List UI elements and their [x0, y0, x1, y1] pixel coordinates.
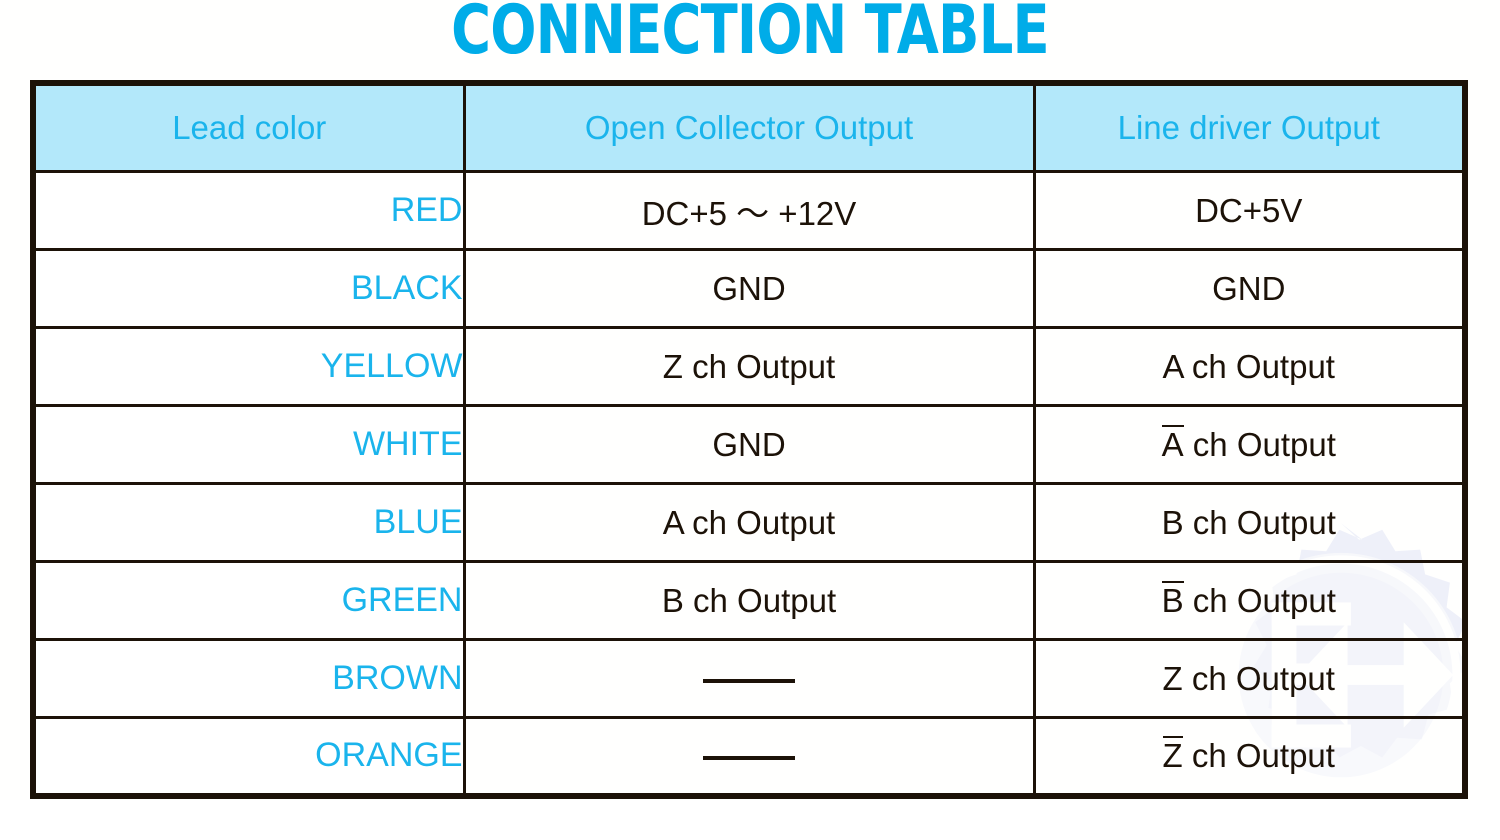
column-header-line-driver-output: Line driver Output — [1032, 81, 1467, 173]
overline-letter: Z — [1162, 736, 1183, 775]
table-row: ORANGE——Z ch Output — [31, 716, 1467, 797]
lead-color-cell: WHITE — [31, 404, 466, 485]
line-driver-output-cell: GND — [1032, 248, 1467, 329]
column-header-open-collector-output: Open Collector Output — [462, 81, 1036, 173]
empty-dash-icon — [703, 756, 795, 761]
lead-color-cell: BLACK — [31, 248, 466, 329]
line-driver-output-cell: Z ch Output — [1032, 638, 1467, 719]
column-header-lead-color: Lead color — [31, 81, 466, 173]
open-collector-output-cell: GND — [462, 248, 1036, 329]
open-collector-output-cell: GND — [462, 404, 1036, 485]
open-collector-output-cell: —— — [462, 638, 1036, 719]
lead-color-cell: RED — [31, 170, 466, 251]
connection-table: Lead color Open Collector Output Line dr… — [30, 80, 1468, 799]
overline-letter: B — [1161, 581, 1184, 619]
line-driver-output-text: ch Output — [1183, 582, 1336, 619]
open-collector-output-cell: B ch Output — [462, 560, 1036, 641]
page-title: CONNECTION TABLE — [451, 0, 1050, 70]
table-header-row: Lead color Open Collector Output Line dr… — [31, 81, 1467, 173]
lead-color-cell: ORANGE — [31, 716, 466, 797]
line-driver-output-cell: A ch Output — [1032, 326, 1467, 407]
line-driver-output-cell: A ch Output — [1032, 404, 1467, 485]
overline-letter: A — [1161, 425, 1184, 463]
open-collector-output-cell: A ch Output — [462, 482, 1036, 563]
line-driver-output-cell: DC+5V — [1032, 170, 1467, 251]
line-driver-output-cell: Z ch Output — [1032, 716, 1467, 797]
line-driver-output-cell: B ch Output — [1032, 560, 1467, 641]
lead-color-cell: GREEN — [31, 560, 466, 641]
open-collector-output-cell: DC+5 ～ +12V — [462, 170, 1036, 251]
lead-color-cell: BROWN — [31, 638, 466, 719]
open-collector-output-cell: Z ch Output — [462, 326, 1036, 407]
line-driver-output-text: ch Output — [1182, 737, 1335, 775]
lead-color-cell: YELLOW — [31, 326, 466, 407]
line-driver-output-cell: B ch Output — [1032, 482, 1467, 563]
empty-dash-icon — [703, 678, 795, 683]
lead-color-cell: BLUE — [31, 482, 466, 563]
line-driver-output-text: ch Output — [1183, 426, 1336, 463]
table-row: BROWN——Z ch Output — [31, 638, 1467, 719]
open-collector-output-cell: —— — [462, 716, 1036, 797]
